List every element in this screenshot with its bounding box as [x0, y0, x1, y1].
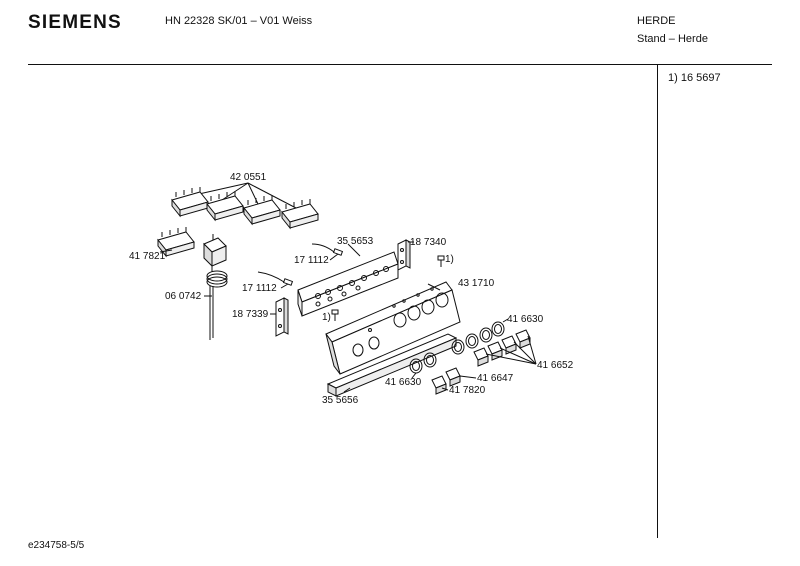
trim-strip-355656	[326, 333, 458, 397]
drawing-id: e234758-5/5	[28, 540, 85, 551]
selector-switch-417821	[157, 227, 195, 258]
knob-416647	[445, 367, 461, 387]
label-171112-a: 17 1112	[294, 255, 329, 266]
label-417821: 41 7821	[129, 251, 166, 262]
model-title: HN 22328 SK/01 – V01 Weiss	[165, 15, 313, 27]
sidebar-note: 1) 16 5697	[668, 72, 721, 84]
leader-355656	[343, 387, 351, 393]
switch-420551-c	[243, 195, 281, 226]
leader-417820	[441, 387, 449, 391]
thermostat-060742	[203, 234, 228, 340]
leader-431710	[427, 283, 441, 291]
bracket-187340	[397, 239, 411, 271]
leader-355653	[347, 243, 361, 257]
screw-icon-b	[331, 309, 339, 321]
label-187340: 18 7340	[410, 237, 447, 248]
category-label: HERDE	[637, 15, 676, 27]
label-355653: 35 5653	[337, 236, 374, 247]
leader-171112-a	[329, 253, 339, 261]
header-divider	[28, 64, 772, 65]
label-431710: 43 1710	[458, 278, 495, 289]
switch-420551-b	[206, 191, 244, 222]
bracket-187339	[275, 297, 289, 337]
knob-ring-416630-b	[409, 352, 437, 374]
subcategory-label: Stand – Herde	[637, 33, 708, 45]
leader-171112-b	[280, 283, 289, 289]
label-416630-b: 41 6630	[385, 377, 422, 388]
switch-420551-d	[281, 199, 319, 230]
knob-417820	[431, 375, 447, 395]
leader-416630-b	[411, 372, 417, 379]
leader-416630-a	[502, 318, 509, 323]
sidebar-divider	[657, 64, 658, 538]
leader-417821	[159, 249, 173, 253]
label-416630-a: 41 6630	[507, 314, 544, 325]
signal-lamp-171112-a	[311, 243, 344, 256]
brand-logo: SIEMENS	[28, 12, 122, 33]
leader-lines-416652	[485, 335, 537, 365]
label-416652: 41 6652	[537, 360, 574, 371]
label-060742: 06 0742	[165, 291, 202, 302]
knob-416652	[473, 329, 531, 367]
label-416647: 41 6647	[477, 373, 514, 384]
label-note-1-b: 1)	[322, 312, 331, 323]
label-420551: 42 0551	[230, 172, 267, 183]
leader-416647	[459, 375, 477, 379]
label-171112-b: 17 1112	[242, 283, 277, 294]
label-417820: 41 7820	[449, 385, 486, 396]
label-note-1-a: 1)	[445, 254, 454, 265]
switch-420551-a	[171, 187, 209, 218]
label-355656: 35 5656	[322, 395, 359, 406]
control-panel-431710	[325, 281, 461, 375]
screw-icon-a	[437, 255, 445, 267]
label-187339: 18 7339	[232, 309, 269, 320]
knob-ring-416630-a	[451, 321, 505, 355]
